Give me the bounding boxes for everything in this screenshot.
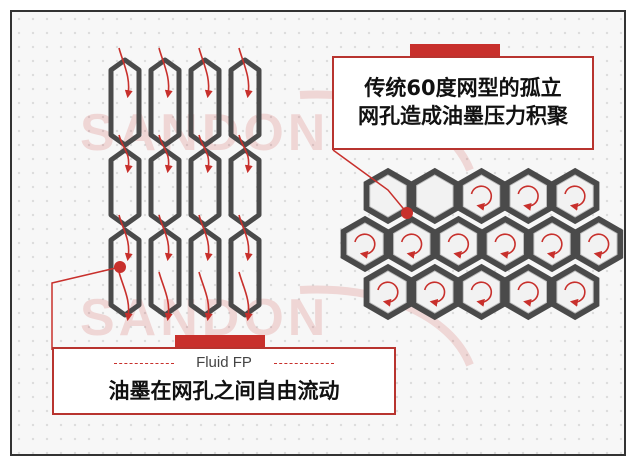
fluid-cell (108, 147, 142, 228)
fluid-cell (228, 147, 262, 228)
title-dash-left (114, 363, 174, 364)
flow-arrow (118, 47, 133, 99)
fluid-cell (228, 57, 262, 148)
flow-arrow (198, 271, 213, 322)
flow-arrow (198, 214, 213, 262)
callout-right: 传统60度网型的孤立 网孔造成油墨压力积聚 (332, 56, 594, 150)
flow-arrow (118, 214, 133, 262)
marker-dot-right (401, 207, 413, 219)
callout-right-line1: 传统60度网型的孤立 (364, 76, 562, 100)
callout-bottom-title: Fluid FP (196, 354, 252, 371)
fluid-cell (148, 57, 182, 148)
pressure-arrow (447, 233, 470, 259)
callout-bottom: Fluid FP 油墨在网孔之间自由流动 (52, 347, 396, 415)
pressure-arrow (423, 281, 446, 307)
flow-arrow (238, 134, 253, 174)
pressure-arrow (517, 281, 539, 307)
pressure-arrow (377, 281, 399, 307)
pressure-arrow (400, 233, 423, 259)
flow-arrow (158, 271, 173, 322)
pressure-arrow (517, 185, 539, 211)
leader-lines (51, 149, 413, 350)
flow-arrow (158, 214, 173, 262)
pressure-arrow (541, 233, 563, 259)
pressure-arrow (470, 281, 493, 307)
pressure-arrow (470, 185, 493, 211)
flow-arrow (118, 271, 133, 322)
flow-arrow (198, 134, 213, 174)
traditional-hex-mesh (340, 167, 624, 321)
flow-arrow (238, 47, 253, 99)
pressure-arrow (564, 185, 586, 211)
fluid-cell (108, 57, 142, 148)
marker-dot-left (114, 261, 126, 273)
pressure-arrow (354, 233, 376, 259)
flow-arrow (158, 47, 173, 99)
fluid-cell (188, 57, 222, 148)
callout-right-line2: 网孔造成油墨压力积聚 (358, 104, 568, 128)
pressure-arrow (494, 233, 516, 259)
fluid-cell (188, 147, 222, 228)
pressure-arrow (588, 233, 610, 259)
callout-bottom-text: 油墨在网孔之间自由流动 (108, 379, 340, 403)
callout-right-tab (410, 44, 500, 58)
flow-arrow (118, 134, 133, 174)
title-dash-right (274, 363, 334, 364)
fluid-fp-mesh (108, 57, 262, 318)
flow-arrow (158, 134, 173, 174)
flow-arrow (198, 47, 213, 99)
flow-arrow (238, 271, 253, 322)
flow-arrow (238, 214, 253, 262)
fluid-flow-arrows (118, 47, 253, 322)
pressure-arrow (564, 281, 586, 307)
fluid-cell (148, 147, 182, 228)
callout-bottom-tab (175, 335, 265, 349)
